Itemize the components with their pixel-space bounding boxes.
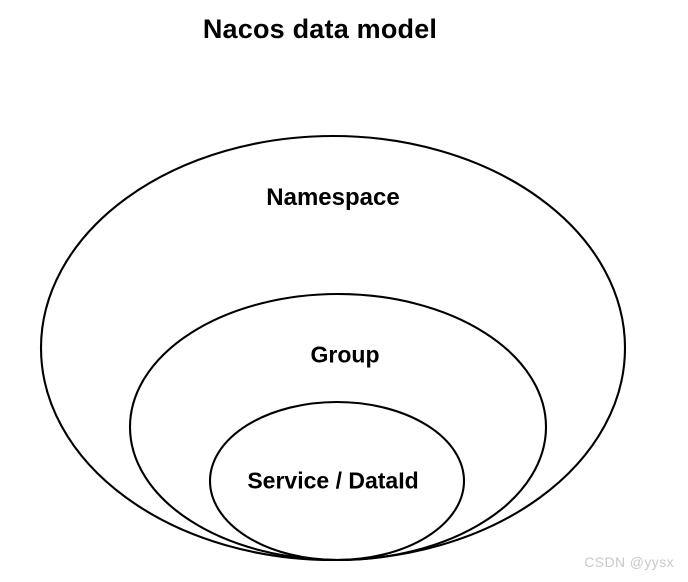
csdn-watermark: CSDN @yysx <box>584 554 674 570</box>
group-label: Group <box>310 341 380 368</box>
service-dataid-label: Service / DataId <box>247 467 419 494</box>
page-title: Nacos data model <box>202 14 438 44</box>
group-ellipse <box>128 292 548 562</box>
service-dataid-ellipse <box>208 400 466 562</box>
namespace-label: Namespace <box>266 184 400 211</box>
